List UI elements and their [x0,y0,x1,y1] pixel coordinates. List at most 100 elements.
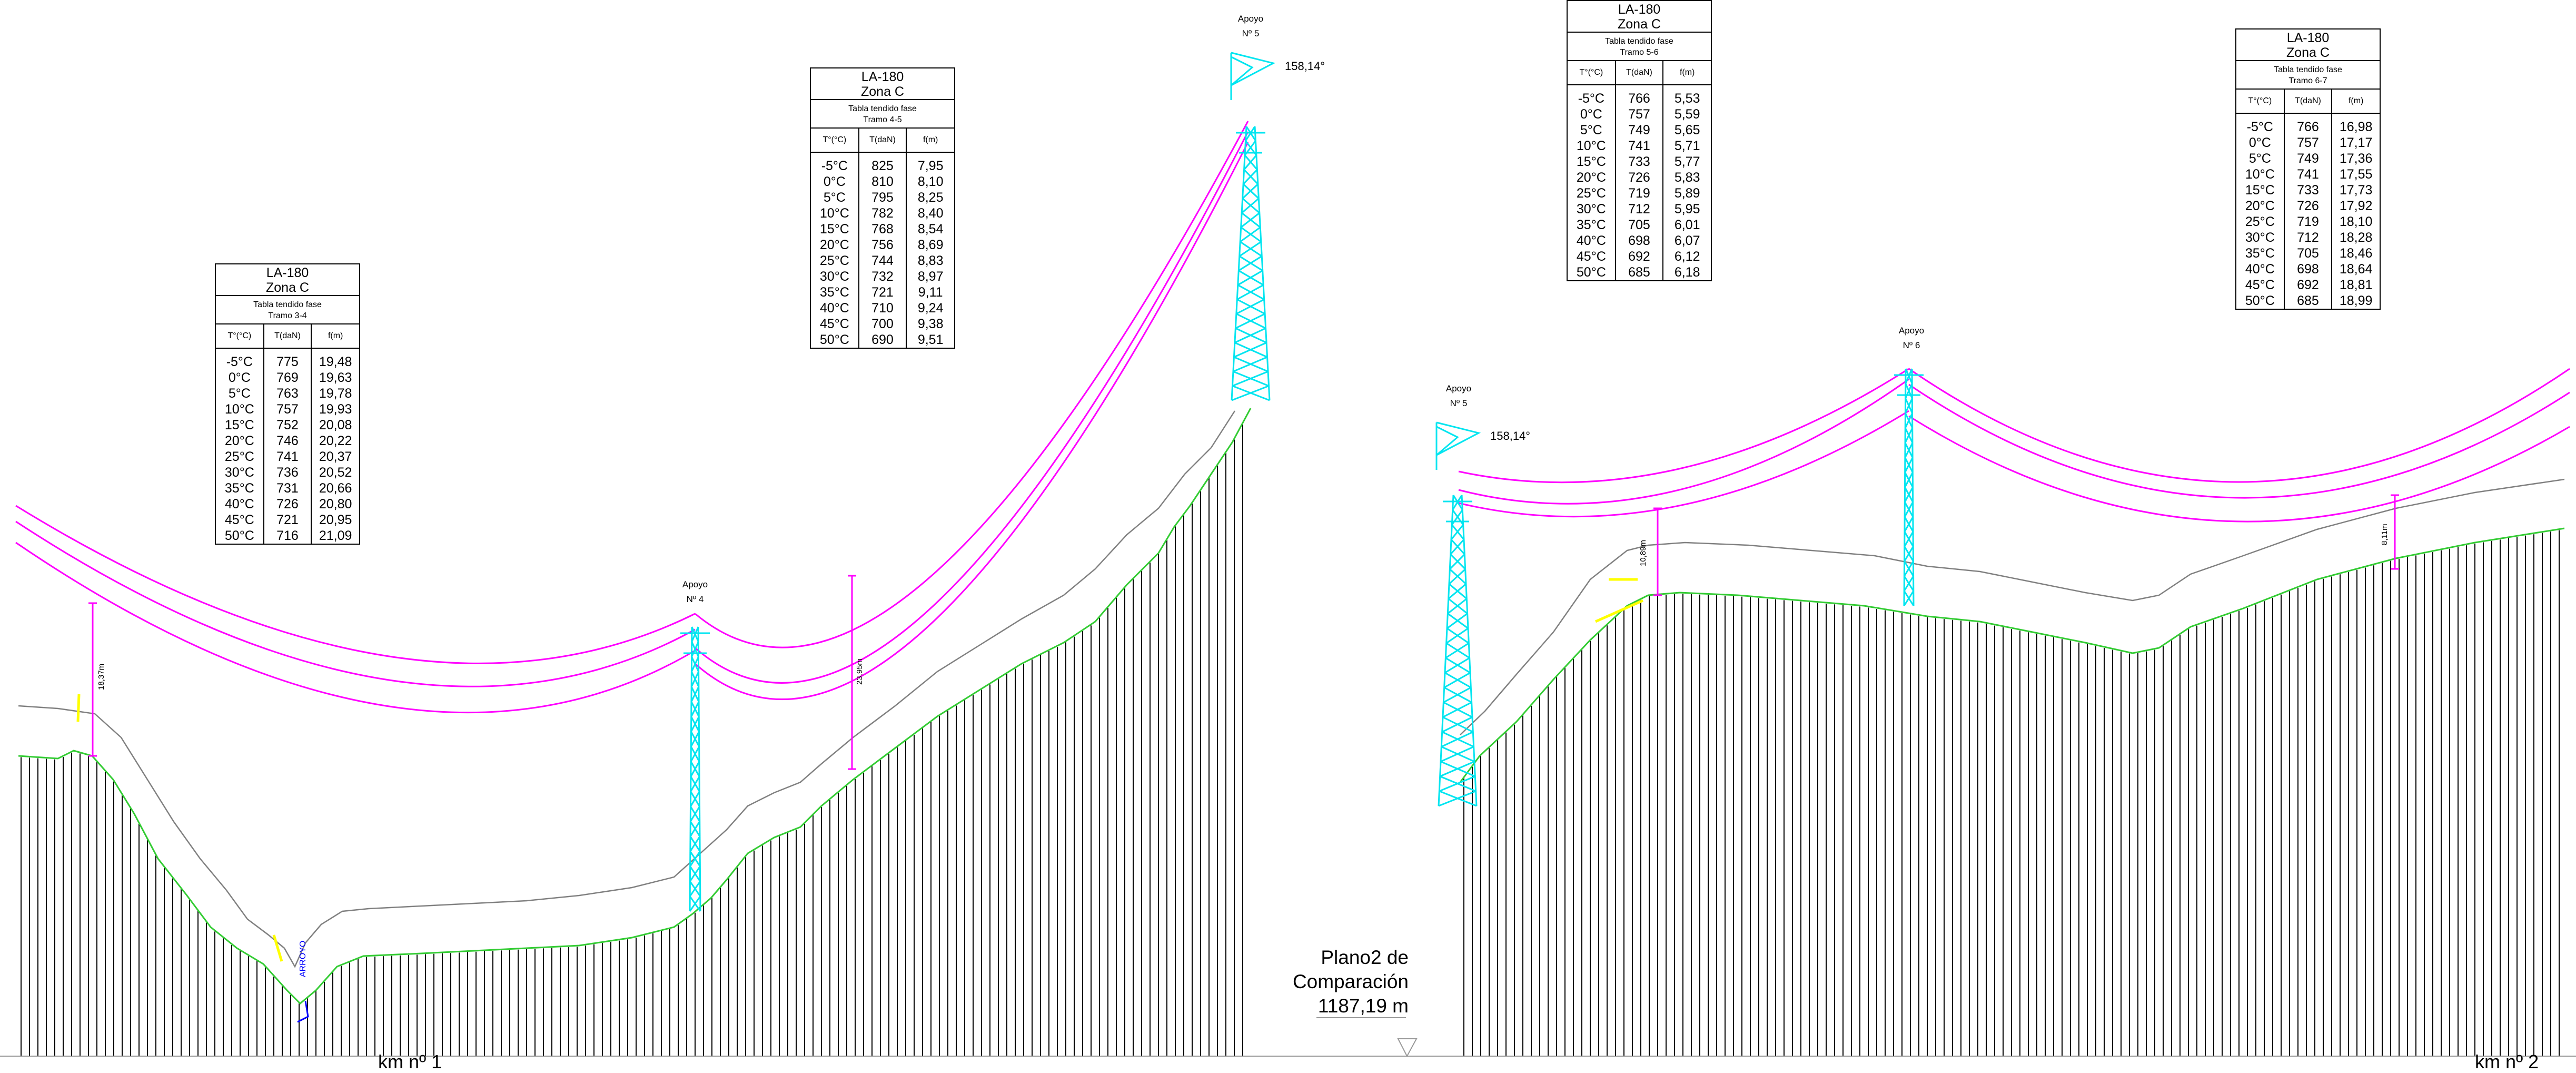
clearance-marker-3-4 [88,602,97,757]
tower-leg [689,626,693,912]
conductor-name: LA-180 [2286,31,2330,45]
column-header: T°(°C) [2236,88,2284,113]
tower-brace [1450,539,1465,555]
table-cell: 35°C [1576,218,1606,232]
tramo-name: Tramo 4-5 [863,115,902,124]
conductor-span-3-4 [15,542,696,714]
table-cell: 719 [2283,214,2332,230]
table-cell: 8,25 [906,190,954,205]
table-cell: 50°C [2245,293,2275,308]
tower-6 [1894,368,1924,606]
table-cell: 692 [2283,277,2332,293]
table-cell: 685 [2283,293,2332,309]
table-cell: 25°C [1576,186,1606,201]
tower-brace [1240,227,1261,243]
table-cell: 45°C [224,513,254,527]
clearance-label-6-7: 8,11m [2380,524,2389,545]
tower-brace [1445,627,1469,644]
tower-brace [690,791,700,807]
tower-brace [690,746,700,762]
support-number: Nº 4 [686,594,704,604]
table-cell: 721 [858,284,907,300]
table-cell: 769 [263,370,312,386]
table-cell: 749 [1614,122,1663,138]
table-cell: 20°C [2245,199,2275,213]
support-number: Nº 5 [1450,398,1468,408]
table-cell: 50°C [224,528,254,543]
table-cell: 18,10 [2331,214,2380,230]
table-cell: 690 [858,332,907,348]
tower-brace [690,686,700,702]
table-cell: 698 [1614,233,1663,249]
km-marker-2: km nº 2 [2475,1051,2539,1072]
table-cell: 35°C [224,481,254,496]
column-header: f(m) [906,127,954,152]
table-caption: Tabla tendido fase [2274,65,2342,74]
table-cell: 30°C [819,269,849,284]
table-cell: 731 [263,480,312,496]
table-cell: 8,97 [906,269,954,284]
table-cell: 5,83 [1662,170,1711,185]
table-cell: 712 [1614,201,1663,217]
table-cell: 17,17 [2331,135,2380,151]
table-cell: 50°C [819,332,849,347]
annotation-mark [76,694,81,722]
table-cell: 741 [1614,138,1663,154]
table-cell: 8,54 [906,221,954,237]
tower-brace [1444,657,1470,674]
ground-line-left [18,408,1252,1005]
table-cell: 0°C [2248,135,2271,150]
column-header: T°(°C) [216,323,264,348]
reference-plane-line1: Plano2 de [1321,947,1409,968]
table-cell: 768 [858,221,907,237]
header-row: T°(°C)T(daN)f(m) [1568,60,1711,85]
km-marker-1: km nº 1 [378,1051,442,1072]
tower-brace [1904,442,1914,458]
support-number: Nº 6 [1903,340,1920,350]
table-cell: 721 [263,512,312,528]
table-cell: 15°C [224,418,254,432]
tower-brace [689,806,700,822]
annotation-mark [1594,599,1644,623]
clearance-markers [88,494,2399,770]
table-cell: -5°C [811,152,859,174]
table-cell: 20,08 [311,417,359,433]
table-cell: 20,66 [311,480,359,496]
table-cell: 9,24 [906,300,954,316]
tower-brace [1451,509,1463,526]
zone-name: Zona C [1618,17,1661,32]
conductor-span-6-7 [1908,415,2570,523]
table-cell: 705 [2283,245,2332,261]
table-cell: 5,59 [1662,106,1711,122]
tower-brace [1904,412,1913,429]
tower-brace [1234,327,1266,343]
table-cell: 766 [1614,84,1663,106]
table-cell: 25°C [819,253,849,268]
tower-brace [1904,560,1914,577]
tower-brace [689,865,701,882]
tower-4 [680,626,710,912]
tower-brace [1443,686,1472,703]
zone-name: Zona C [2286,45,2330,60]
tower-brace [1236,284,1264,300]
tower-brace [691,626,699,643]
table-cell: 17,73 [2331,182,2380,198]
